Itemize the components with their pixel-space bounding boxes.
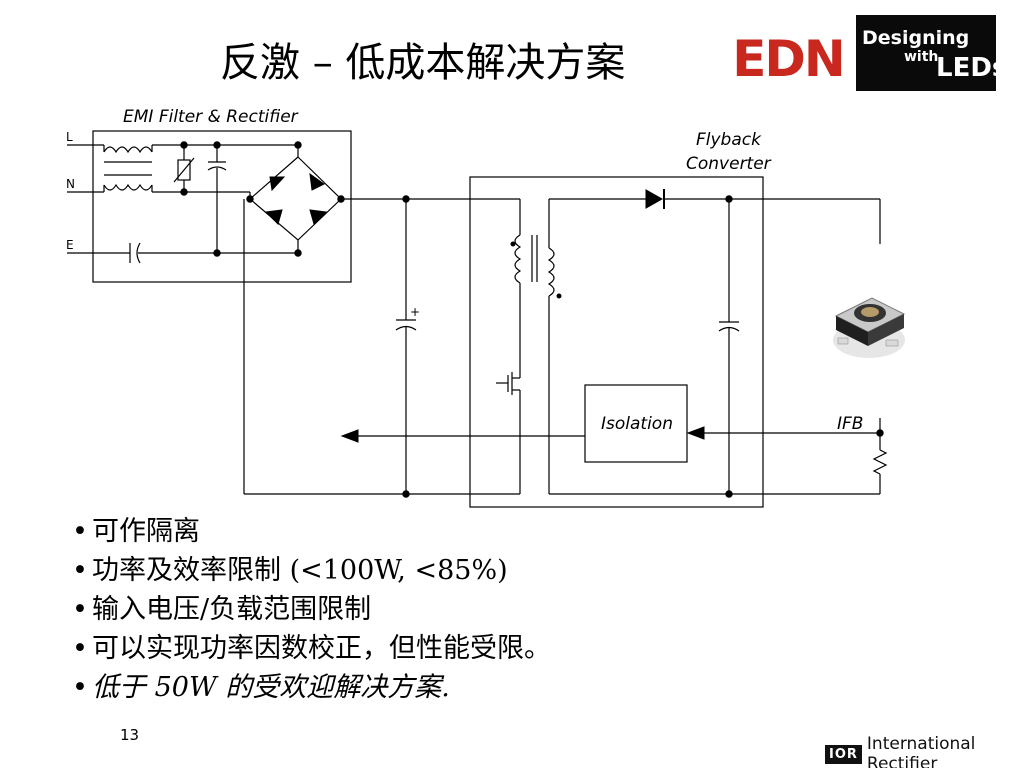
edn-logo: EDN — [732, 30, 846, 88]
emi-filter-label: EMI Filter & Rectifier — [123, 107, 299, 127]
mosfet-switch — [496, 372, 521, 494]
secondary-winding — [547, 247, 555, 297]
bridge-rectifier — [249, 145, 342, 253]
flyback-label-line2: Converter — [686, 154, 772, 174]
isolation-block — [584, 384, 688, 463]
primary-winding — [514, 234, 522, 284]
line-label-n: N — [66, 177, 75, 191]
flyback-circuit-diagram: EMI Filter & Rectifier Flyback Converter… — [66, 107, 888, 508]
company-name: International Rectifier — [866, 734, 976, 768]
ifb-label: IFB — [837, 414, 863, 434]
bullet-item: •可作隔离 — [72, 516, 200, 547]
led-component-image — [833, 297, 906, 358]
sense-resistor — [872, 449, 888, 475]
logo-text-with: with — [904, 49, 939, 65]
bullet-item: •可以实现功率因数校正，但性能受限。 — [72, 633, 551, 664]
page-number: 13 — [120, 726, 140, 744]
bullet-item: •功率及效率限制 (<100W, <85%) — [72, 555, 508, 586]
feedback-arrow-left — [340, 429, 359, 443]
international-rectifier-logo: IOR International Rectifier — [825, 734, 1024, 768]
ior-mark: IOR — [825, 744, 862, 764]
line-label-l: L — [66, 130, 73, 144]
logo-text-leds: LEDs — [936, 53, 1008, 83]
isolation-label: Isolation — [601, 414, 673, 434]
bullet-item: •低于 50W 的受欢迎解决方案. — [72, 672, 450, 703]
designing-with-leds-logo: Designing with LEDs — [856, 15, 1007, 91]
emi-filter-box — [92, 130, 352, 283]
bullet-item: •输入电压/负载范围限制 — [72, 594, 372, 625]
bullet-list: •可作隔离 •功率及效率限制 (<100W, <85%) •输入电压/负载范围限… — [72, 512, 551, 707]
slide-title: 反激 – 低成本解决方案 — [220, 40, 626, 86]
line-label-e: E — [66, 238, 74, 252]
common-mode-choke — [103, 145, 153, 192]
feedback-arrow-isolation — [686, 426, 705, 440]
output-diode — [645, 189, 664, 209]
logo-text-designing: Designing — [862, 27, 970, 49]
flyback-converter-box — [469, 176, 764, 508]
cap-polarity-plus: + — [410, 305, 420, 319]
flyback-label-line1: Flyback — [696, 130, 762, 150]
